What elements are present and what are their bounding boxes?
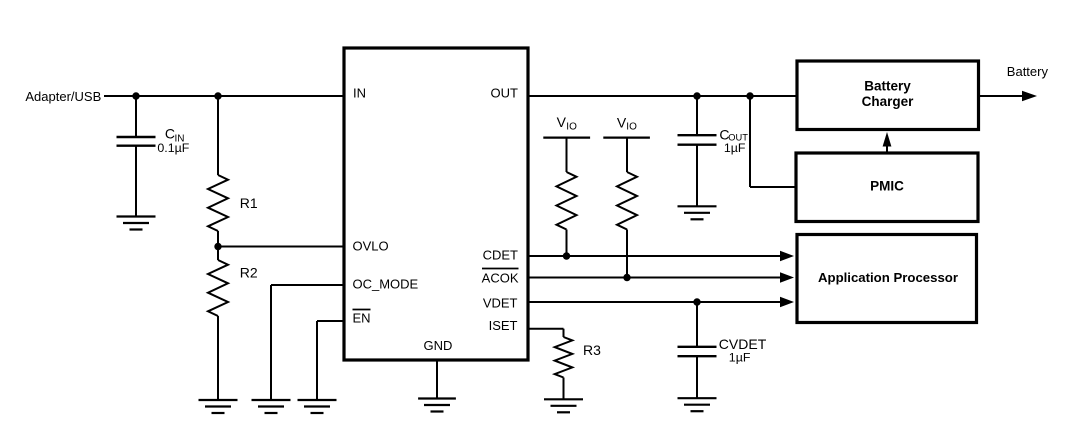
svg-text:R3: R3 <box>583 342 601 358</box>
svg-text:OC_MODE: OC_MODE <box>353 276 419 291</box>
svg-text:ACOK: ACOK <box>482 271 519 286</box>
svg-text:PMIC: PMIC <box>870 179 904 194</box>
svg-text:V: V <box>617 115 627 131</box>
svg-text:IO: IO <box>626 122 637 133</box>
svg-text:V: V <box>557 114 567 130</box>
svg-text:Application Processor: Application Processor <box>818 270 958 285</box>
svg-text:ISET: ISET <box>489 318 518 333</box>
svg-text:C: C <box>165 126 175 142</box>
svg-text:IO: IO <box>566 122 577 133</box>
svg-text:R2: R2 <box>240 265 258 281</box>
svg-text:GND: GND <box>424 338 453 353</box>
svg-text:Adapter/USB: Adapter/USB <box>25 89 101 104</box>
svg-text:IN: IN <box>175 134 185 145</box>
svg-text:VDET: VDET <box>483 296 518 311</box>
svg-text:CVDET: CVDET <box>719 336 767 352</box>
svg-text:1µF: 1µF <box>729 351 751 365</box>
svg-text:CDET: CDET <box>483 248 518 263</box>
svg-text:C: C <box>719 127 729 143</box>
svg-text:EN: EN <box>353 311 371 326</box>
svg-text:Battery: Battery <box>864 78 911 93</box>
svg-text:1µF: 1µF <box>724 141 746 155</box>
svg-text:0.1µF: 0.1µF <box>157 141 189 155</box>
svg-text:Battery: Battery <box>1007 64 1049 79</box>
svg-text:OUT: OUT <box>491 85 519 100</box>
svg-text:R1: R1 <box>240 195 258 211</box>
svg-text:OUT: OUT <box>728 132 748 142</box>
svg-text:IN: IN <box>353 85 366 100</box>
svg-text:Charger: Charger <box>862 94 915 109</box>
svg-text:OVLO: OVLO <box>353 239 389 254</box>
